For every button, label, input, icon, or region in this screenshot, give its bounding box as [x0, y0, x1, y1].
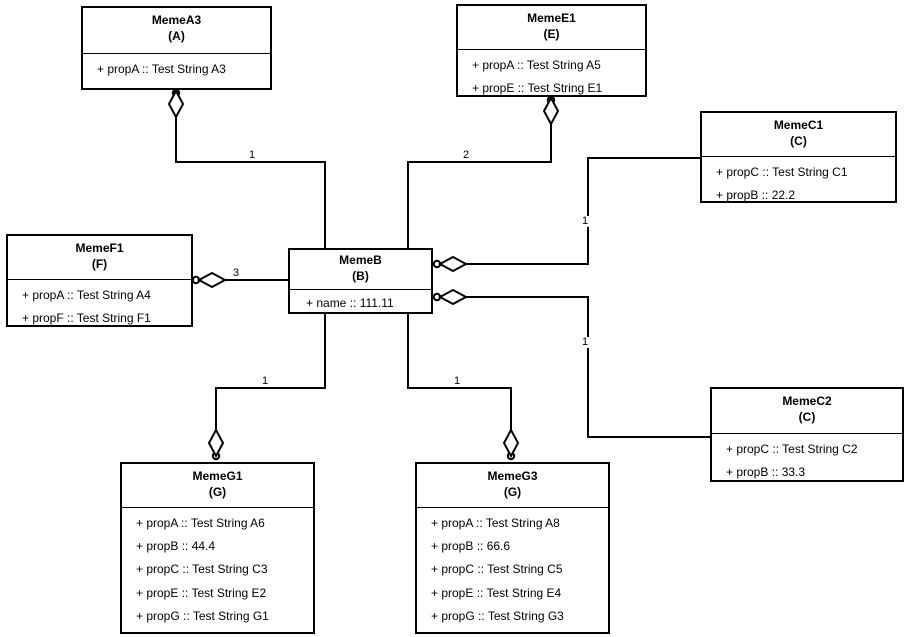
aggregation-circle-memeB-upper [432, 259, 442, 269]
class-box-memeG3[interactable]: MemeG3 (G) + propA :: Test String A8 + p… [415, 462, 610, 634]
connector-memeB-memeC1 [439, 157, 700, 265]
connector-memeB-memeC2 [439, 296, 710, 438]
class-attribute: + propA :: Test String A8 [431, 516, 560, 530]
class-attributes-memeE1: + propA :: Test String A5 + propE :: Tes… [458, 50, 645, 104]
class-attribute: + propE :: Test String E4 [431, 585, 562, 600]
class-attributes-memeC2: + propC :: Test String C2 + propB :: 33.… [712, 434, 902, 488]
aggregation-diamond-memeF1 [196, 271, 228, 289]
class-stereotype-memeA3: (A) [168, 28, 185, 43]
class-header-memeA3: MemeA3 (A) [83, 8, 270, 54]
class-attributes-memeG3: + propA :: Test String A8 + propB :: 66.… [417, 508, 608, 632]
aggregation-diamond-memeA3 [167, 88, 185, 120]
class-attribute: + propE :: Test String E2 [136, 585, 267, 600]
class-attribute: + propC :: Test String C1 [716, 165, 848, 179]
class-box-memeB[interactable]: MemeB (B) + name :: 111.11 [288, 248, 433, 314]
class-attribute: + propF :: Test String F1 [22, 311, 151, 326]
class-attributes-memeA3: + propA :: Test String A3 [83, 54, 270, 85]
aggregation-diamond-memeG3 [502, 427, 520, 459]
class-stereotype-memeF1: (F) [91, 256, 108, 271]
class-header-memeC1: MemeC1 (C) [702, 113, 895, 157]
class-attribute: + propA :: Test String A6 [136, 516, 265, 530]
aggregation-circle-memeG3 [506, 451, 516, 461]
aggregation-circle-memeB-lower [432, 292, 442, 302]
class-box-memeF1[interactable]: MemeF1 (F) + propA :: Test String A4 + p… [6, 234, 193, 327]
aggregation-diamond-memeG1 [207, 427, 225, 459]
multiplicity-label-memeB-memeG3: 1 [453, 375, 462, 387]
aggregation-diamond-memeB-lower [437, 288, 469, 306]
class-attribute: + propA :: Test String A4 [22, 288, 151, 302]
multiplicity-label-memeB-memeC1: 1 [581, 215, 590, 227]
class-stereotype-memeG3: (G) [503, 484, 522, 499]
class-header-memeF1: MemeF1 (F) [8, 236, 191, 280]
multiplicity-label-memeB-memeC2: 1 [581, 336, 590, 348]
class-name-memeF1: MemeF1 [75, 241, 124, 255]
class-name-memeB: MemeB [339, 253, 382, 267]
aggregation-circle-memeA3 [171, 88, 181, 98]
class-attributes-memeF1: + propA :: Test String A4 + propF :: Tes… [8, 280, 191, 334]
class-stereotype-memeG1: (G) [208, 484, 227, 499]
class-attribute: + propA :: Test String A5 [472, 58, 601, 72]
class-name-memeG1: MemeG1 [192, 469, 243, 483]
class-attribute: + propC :: Test String C3 [136, 562, 268, 577]
multiplicity-label-memeB-memeA3: 1 [248, 149, 257, 161]
class-attribute: + propB :: 22.2 [716, 188, 796, 203]
class-name-memeC1: MemeC1 [773, 118, 824, 132]
class-box-memeC1[interactable]: MemeC1 (C) + propC :: Test String C1 + p… [700, 111, 897, 203]
class-attribute: + propB :: 44.4 [136, 539, 216, 554]
multiplicity-label-memeF1-memeB: 3 [232, 267, 241, 279]
class-box-memeA3[interactable]: MemeA3 (A) + propA :: Test String A3 [81, 6, 272, 90]
class-attribute: + propC :: Test String C2 [726, 442, 858, 456]
class-name-memeA3: MemeA3 [151, 13, 202, 27]
multiplicity-label-memeB-memeE1: 2 [462, 149, 471, 161]
aggregation-circle-memeG1 [211, 451, 221, 461]
class-header-memeC2: MemeC2 (C) [712, 389, 902, 434]
class-attributes-memeC1: + propC :: Test String C1 + propB :: 22.… [702, 157, 895, 211]
class-name-memeE1: MemeE1 [527, 11, 576, 25]
multiplicity-label-memeB-memeG1: 1 [261, 375, 270, 387]
class-attribute: + propB :: 66.6 [431, 539, 511, 554]
class-stereotype-memeC2: (C) [798, 409, 816, 424]
class-header-memeG1: MemeG1 (G) [122, 464, 313, 508]
aggregation-diamond-memeB-upper [437, 255, 469, 273]
class-header-memeG3: MemeG3 (G) [417, 464, 608, 508]
class-attribute: + propG :: Test String G3 [431, 608, 564, 623]
class-attribute: + name :: 111.11 [306, 296, 394, 310]
class-box-memeC2[interactable]: MemeC2 (C) + propC :: Test String C2 + p… [710, 387, 904, 482]
class-stereotype-memeE1: (E) [543, 26, 560, 41]
class-attributes-memeB: + name :: 111.11 [290, 290, 431, 319]
class-name-memeG3: MemeG3 [487, 469, 538, 483]
class-attribute: + propG :: Test String G1 [136, 608, 269, 623]
connector-memeB-memeA3 [175, 105, 326, 248]
class-attribute: + propA :: Test String A3 [97, 62, 226, 76]
class-name-memeC2: MemeC2 [782, 394, 832, 408]
class-stereotype-memeB: (B) [352, 268, 369, 283]
class-box-memeE1[interactable]: MemeE1 (E) + propA :: Test String A5 + p… [456, 4, 647, 97]
class-header-memeB: MemeB (B) [290, 250, 431, 290]
class-attribute: + propE :: Test String E1 [472, 81, 603, 96]
class-stereotype-memeC1: (C) [790, 133, 807, 148]
connector-memeB-memeE1 [407, 112, 552, 248]
class-attributes-memeG1: + propA :: Test String A6 + propB :: 44.… [122, 508, 313, 632]
connector-memeB-memeG1 [215, 314, 326, 443]
class-box-memeG1[interactable]: MemeG1 (G) + propA :: Test String A6 + p… [120, 462, 315, 634]
class-attribute: + propB :: 33.3 [726, 465, 806, 480]
class-attribute: + propC :: Test String C5 [431, 562, 563, 577]
aggregation-circle-memeF1 [191, 275, 201, 285]
class-header-memeE1: MemeE1 (E) [458, 6, 645, 50]
